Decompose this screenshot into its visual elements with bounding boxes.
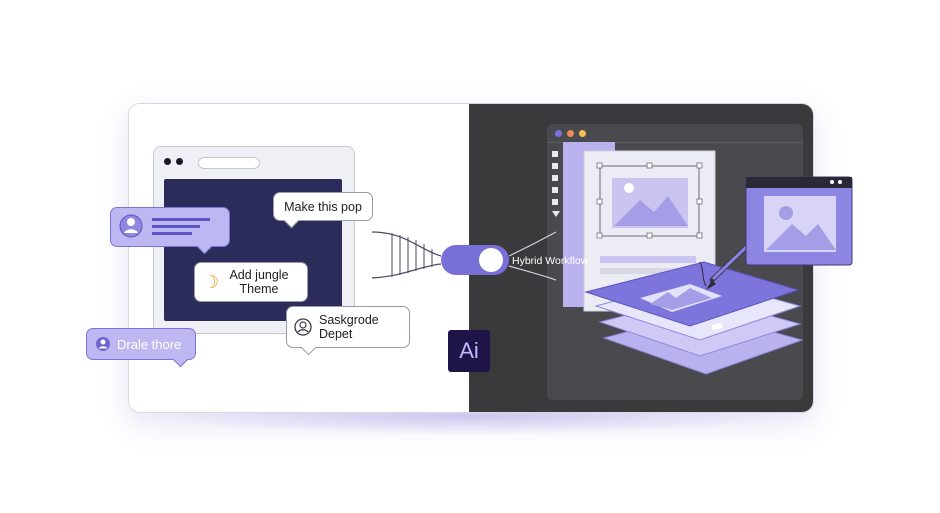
window-dot[interactable] xyxy=(838,180,842,184)
connector-line xyxy=(371,231,442,257)
chat-bubble-add-jungle[interactable]: ☽ Add jungle Theme xyxy=(194,262,308,302)
toggle-label: Hybrid Workflow xyxy=(512,255,589,267)
bubble-text: Drale thore xyxy=(117,336,182,352)
text-line xyxy=(600,256,696,263)
bubble-text-line: Add jungle xyxy=(229,268,289,282)
text-line xyxy=(600,268,680,274)
window-dot xyxy=(176,158,183,165)
toggle-knob[interactable] xyxy=(479,248,503,272)
tablet-button[interactable] xyxy=(711,323,723,330)
image-icon xyxy=(766,224,836,250)
tool-strip xyxy=(552,149,560,229)
hybrid-workflow-toggle[interactable] xyxy=(441,245,509,275)
window-dot xyxy=(164,158,171,165)
chat-bubble-saskgrode[interactable]: Saskgrode Depet xyxy=(286,306,410,356)
bubble-text: Make this pop xyxy=(284,199,362,214)
user-icon xyxy=(96,337,110,351)
chat-bubble-drale-thore[interactable]: Drale thore xyxy=(86,328,196,368)
tool-icon[interactable] xyxy=(552,163,558,169)
ai-app-icon[interactable]: Ai xyxy=(448,330,490,372)
message-line xyxy=(152,232,192,235)
tool-icon[interactable] xyxy=(552,199,558,205)
user-avatar-icon xyxy=(124,229,138,233)
tool-icon[interactable] xyxy=(552,175,558,181)
connector-line xyxy=(371,263,442,279)
stroke-arrow xyxy=(699,261,707,287)
chat-bubble-avatar-content xyxy=(119,214,210,238)
address-bar[interactable] xyxy=(198,157,260,169)
selection-handles[interactable] xyxy=(596,162,703,239)
floating-titlebar xyxy=(746,177,852,188)
connector-strands xyxy=(371,231,557,281)
image-icon xyxy=(650,288,712,310)
user-avatar-icon xyxy=(127,218,135,226)
window-dot[interactable] xyxy=(830,180,834,184)
chevron-down-icon[interactable] xyxy=(552,211,560,217)
bubble-text-line: Depet xyxy=(319,327,353,341)
connector-line xyxy=(508,231,557,257)
chat-bubble-make-pop[interactable]: Make this pop xyxy=(273,192,373,229)
titlebar-divider xyxy=(547,142,803,143)
message-line xyxy=(152,218,210,221)
window-dot[interactable] xyxy=(567,130,574,137)
connector-rungs xyxy=(391,233,433,277)
ai-label: Ai xyxy=(459,338,479,363)
support-agent-icon xyxy=(294,318,312,336)
message-line xyxy=(152,225,200,228)
bubble-text-line: Saskgrode xyxy=(319,313,379,327)
tool-icon[interactable] xyxy=(552,187,558,193)
bubble-text-line: Theme xyxy=(239,282,279,296)
image-icon xyxy=(614,196,688,226)
window-dot[interactable] xyxy=(579,130,586,137)
window-dot[interactable] xyxy=(555,130,562,137)
tool-icon[interactable] xyxy=(552,151,558,157)
connector-line xyxy=(508,265,557,281)
banana-icon: ☽ xyxy=(203,272,220,292)
image-icon xyxy=(779,206,793,220)
image-icon xyxy=(624,183,634,193)
